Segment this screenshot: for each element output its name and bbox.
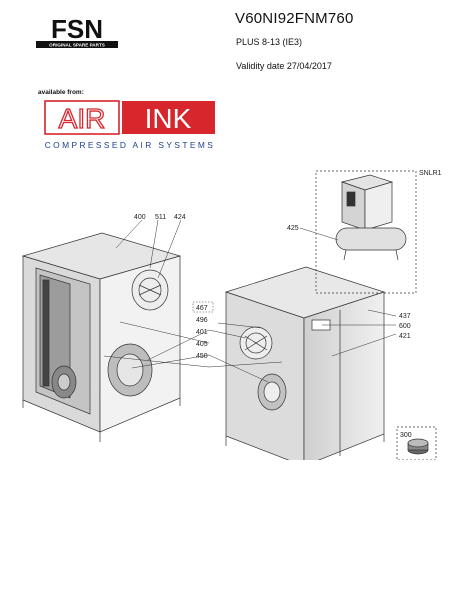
airlink-tagline: COMPRESSED AIR SYSTEMS [45, 140, 216, 150]
callout-401: 401 [196, 329, 208, 336]
callout-400: 400 [134, 214, 146, 221]
snlr1-inset [315, 170, 417, 294]
part-300-foot [396, 426, 437, 460]
exploded-view-drawing: 400 511 424 425 SNLR1 467 496 401 405 45… [21, 170, 442, 460]
available-from-label: available from: [38, 89, 84, 96]
callout-467: 467 [196, 305, 208, 312]
validity-date: Validity date 27/04/2017 [236, 61, 332, 71]
callout-424: 424 [174, 214, 186, 221]
fsn-logo-text: FSN [51, 14, 103, 44]
callout-437: 437 [399, 313, 411, 320]
callout-600: 600 [399, 323, 411, 330]
fsn-logo: FSN ORIGINAL SPARE PARTS [36, 14, 118, 48]
fsn-logo-tagline: ORIGINAL SPARE PARTS [49, 43, 105, 48]
callout-405: 405 [196, 341, 208, 348]
callout-496: 496 [196, 317, 208, 324]
left-compressor-unit [21, 232, 182, 442]
callout-421: 421 [399, 333, 411, 340]
document-code: V60NI92FNM760 [235, 10, 354, 27]
airlink-logo: AIR INK COMPRESSED AIR SYSTEMS [44, 100, 216, 150]
callout-425: 425 [287, 225, 299, 232]
right-compressor-unit [224, 266, 386, 460]
airlink-brand-left: AIR [59, 103, 106, 134]
airlink-brand-right: INK [145, 103, 192, 134]
callout-450: 450 [196, 353, 208, 360]
callout-300: 300 [400, 432, 412, 439]
callout-snlr1: SNLR1 [419, 170, 442, 177]
model-name: PLUS 8-13 (IE3) [236, 37, 303, 47]
leader-lines [103, 219, 397, 383]
callout-511: 511 [155, 214, 166, 221]
